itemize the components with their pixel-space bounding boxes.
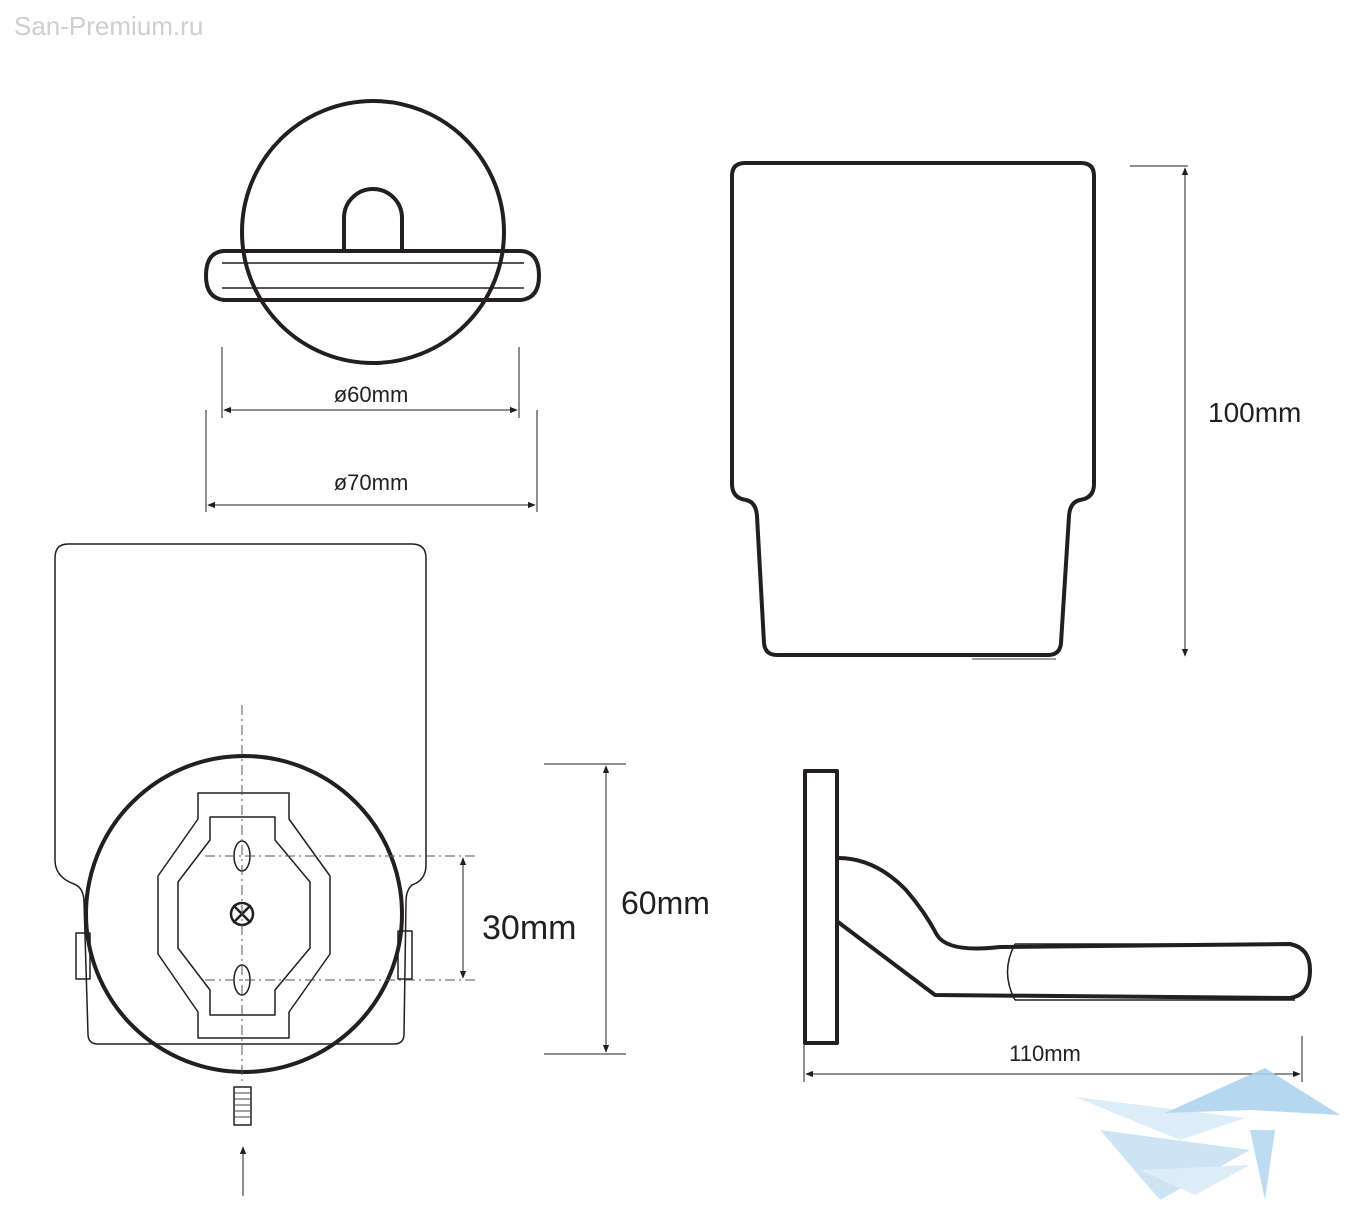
dimension-depth-label: 110mm xyxy=(1009,1041,1081,1066)
top-view xyxy=(204,99,541,365)
logo-watermark-icon xyxy=(1075,1068,1340,1200)
top-view-ring-inner xyxy=(222,262,524,289)
dimension-hole-spacing-label: 30mm xyxy=(482,909,576,947)
front-view xyxy=(54,543,476,1196)
dimension-outer-diameter-label: ø70mm xyxy=(334,470,409,495)
wall-plate xyxy=(803,769,839,1045)
holder-side-view xyxy=(803,769,1312,1045)
dimension-outer-diameter: ø70mm xyxy=(205,410,538,512)
front-view-base-disc xyxy=(84,754,404,1074)
set-screw-icon xyxy=(233,1086,252,1126)
front-view-glass xyxy=(54,543,427,1045)
dimension-depth: 110mm xyxy=(803,1036,1303,1082)
watermark-text: San-Premium.ru xyxy=(14,11,203,41)
holder-arm xyxy=(836,856,1312,1000)
glass-side-view xyxy=(730,161,1096,660)
top-view-hook xyxy=(342,187,404,252)
glass-outline xyxy=(730,161,1096,657)
top-view-base-disc xyxy=(240,99,506,365)
mounting-plate-outer xyxy=(157,792,331,1039)
dimension-base-height-label: 60mm xyxy=(621,885,710,921)
holder-ring xyxy=(1006,943,1295,1001)
dimension-inner-diameter: ø60mm xyxy=(221,347,520,418)
dimension-height-label: 100mm xyxy=(1208,397,1301,428)
dimension-base-height: 60mm xyxy=(544,763,710,1055)
top-view-ring xyxy=(204,249,541,302)
dimension-inner-diameter-label: ø60mm xyxy=(334,382,409,407)
mounting-plate-inner xyxy=(177,816,311,1016)
dimension-height: 100mm xyxy=(1130,165,1301,657)
dimension-hole-spacing: 30mm xyxy=(459,857,576,979)
